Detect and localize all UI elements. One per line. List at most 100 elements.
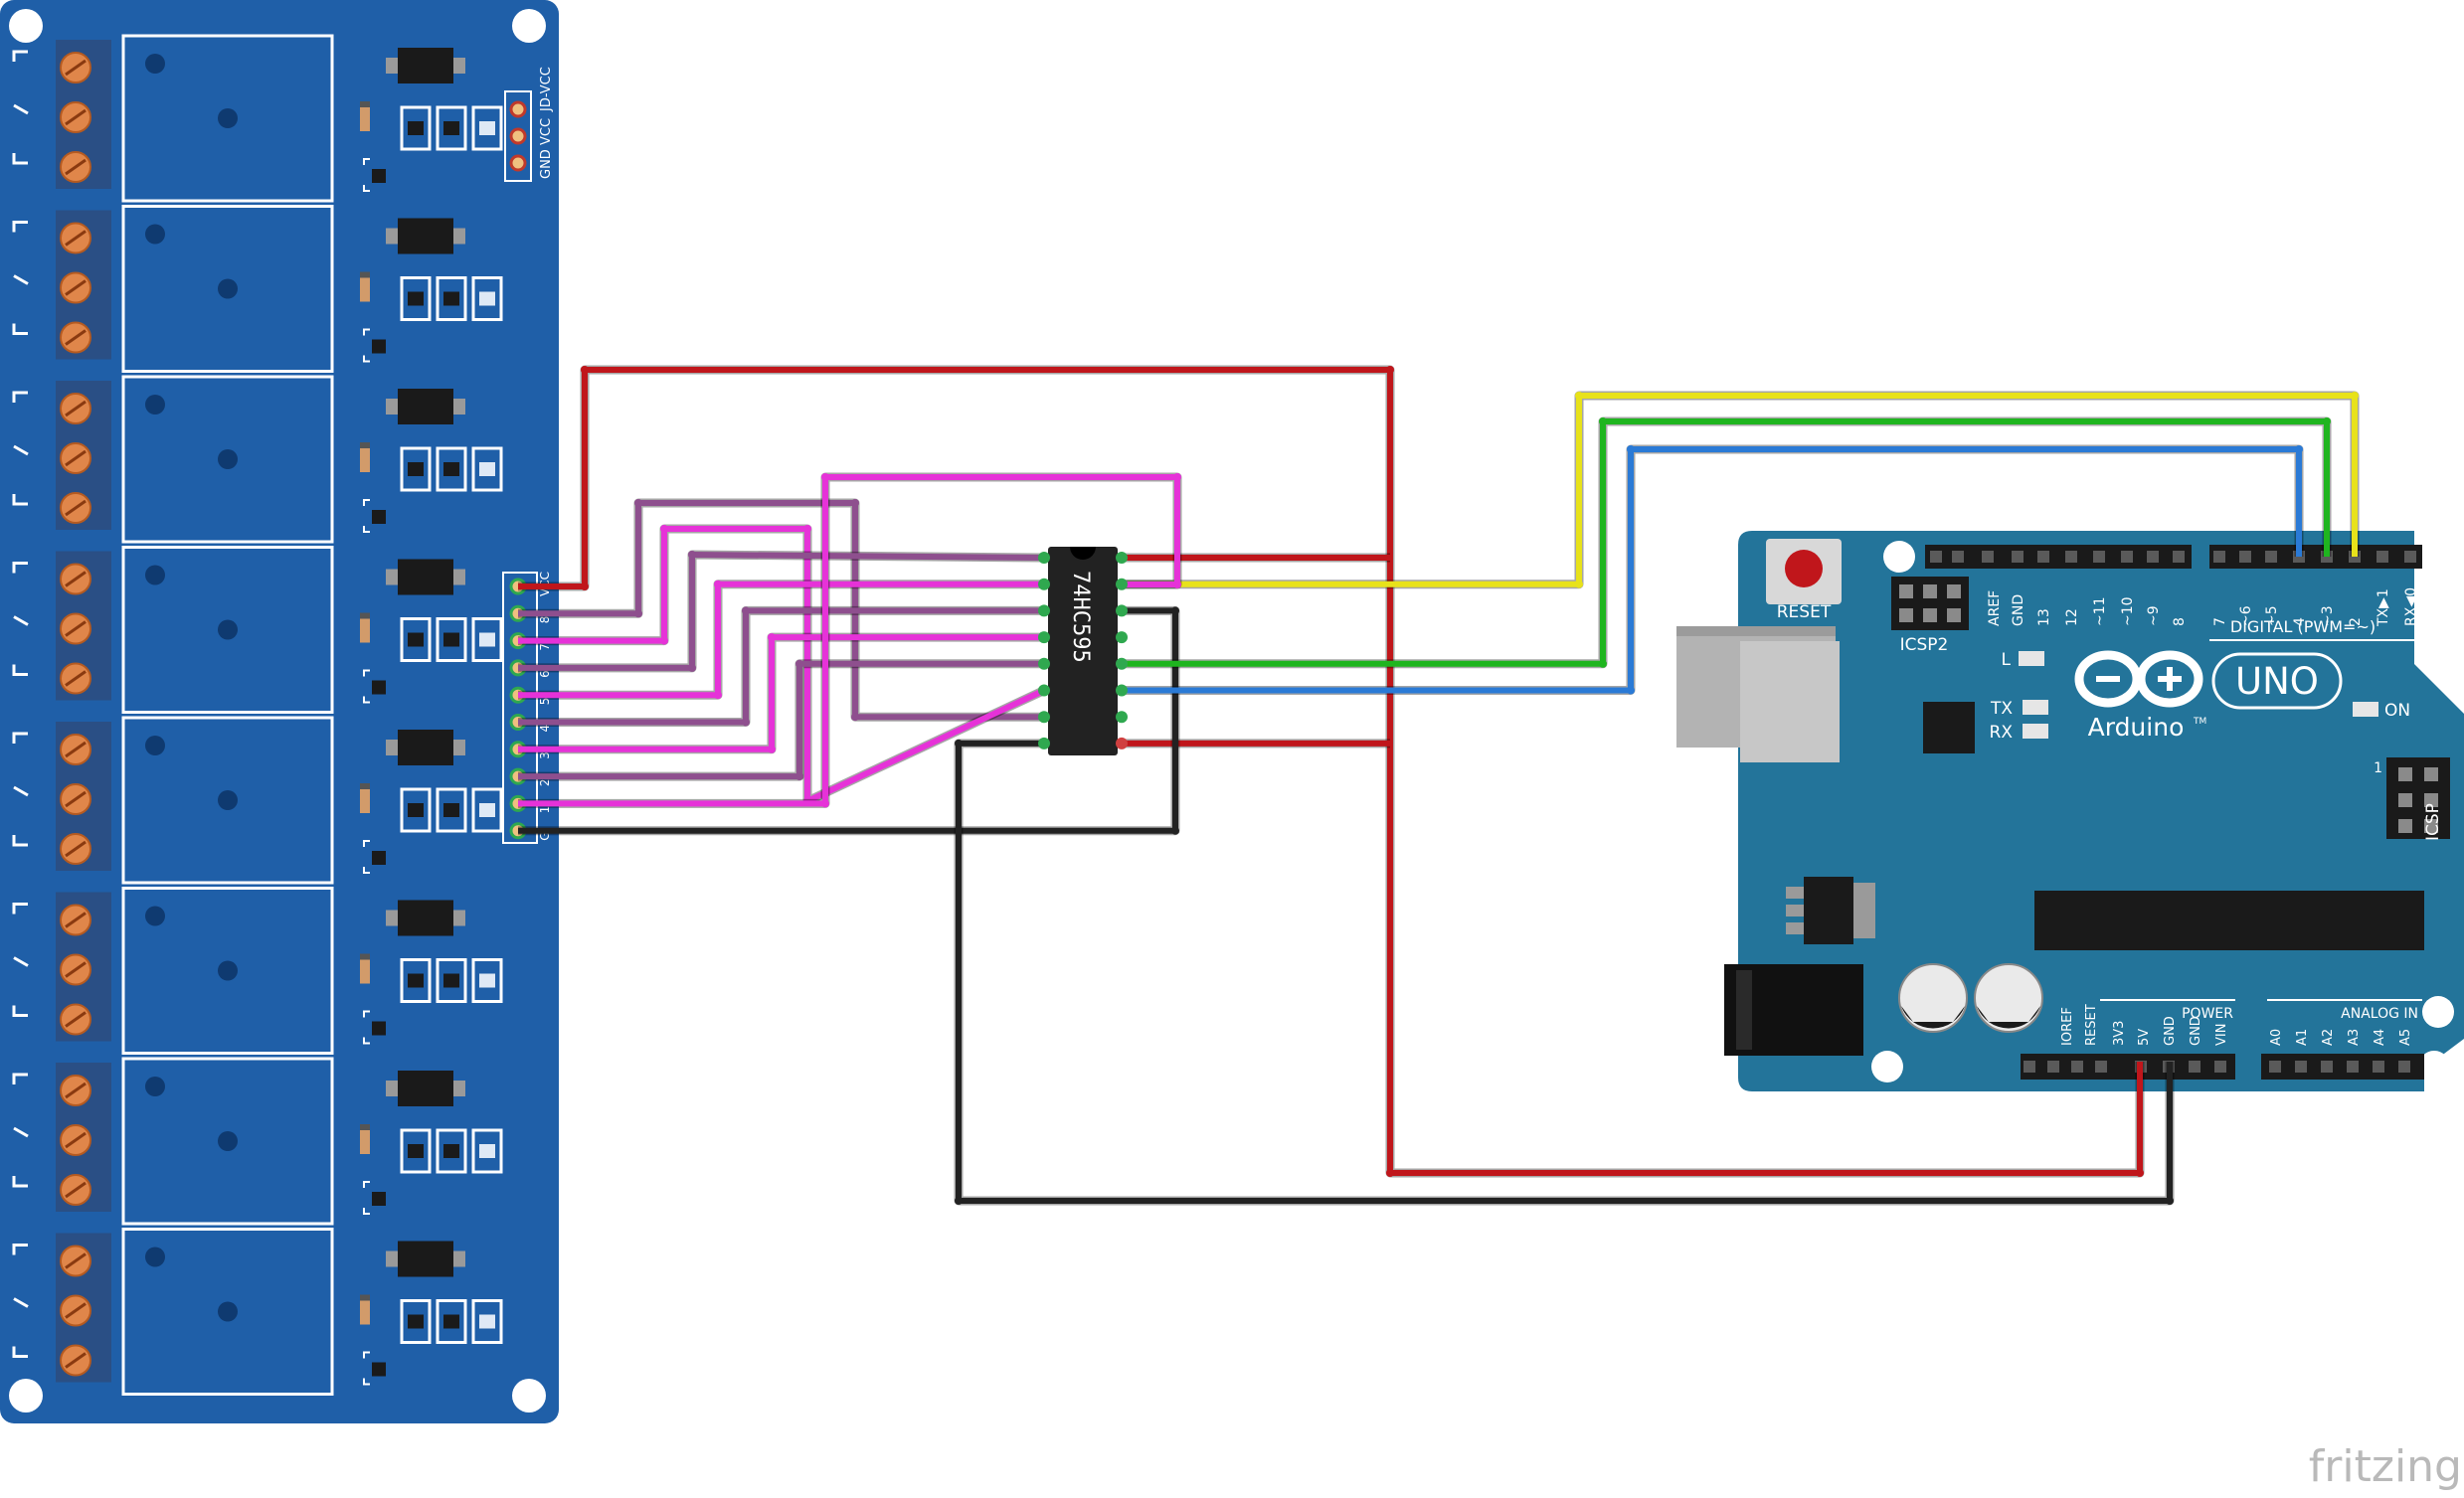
led-on-label: ON	[2384, 701, 2410, 721]
power-pin-hole[interactable]	[2095, 1061, 2107, 1073]
digital-pin-hole[interactable]	[2037, 551, 2049, 563]
power-label: POWER	[2182, 1006, 2233, 1022]
smd-pad-outline	[471, 1299, 503, 1344]
diode-band	[360, 101, 370, 107]
mount-hole	[1871, 1051, 1903, 1082]
transistor	[372, 169, 386, 183]
analog-pin-hole[interactable]	[2321, 1061, 2333, 1073]
digital-pin-hole[interactable]	[2404, 551, 2416, 563]
jumper-block: GND VCC JD-VCC	[504, 67, 554, 182]
digital-pin-hole[interactable]	[2093, 551, 2105, 563]
digital-pin-hole[interactable]	[2173, 551, 2185, 563]
relay-channel	[12, 205, 503, 373]
ic-pin-right[interactable]	[1116, 684, 1128, 697]
symbol-nc	[12, 835, 28, 847]
relay-outline	[121, 205, 334, 373]
power-pin-hole[interactable]	[2189, 1061, 2200, 1073]
status-led	[479, 291, 495, 306]
digital-pin-hole[interactable]	[2012, 551, 2024, 563]
ic-pin-right[interactable]	[1116, 631, 1128, 644]
analog-pin-hole[interactable]	[2269, 1061, 2281, 1073]
analog-pin-hole[interactable]	[2295, 1061, 2307, 1073]
ic-pin-left[interactable]	[1038, 684, 1050, 697]
ic-pin-left[interactable]	[1038, 604, 1050, 617]
icsp2-pin	[1899, 608, 1913, 622]
smd-pad-outline	[471, 105, 503, 151]
smd-pad-outline	[400, 1299, 432, 1344]
analog-pin-label: A2	[2321, 1029, 2336, 1046]
digital-pin-hole[interactable]	[2147, 551, 2159, 563]
wire-out-6-bend	[688, 551, 696, 559]
power-pin-hole[interactable]	[2024, 1061, 2035, 1073]
capacitor	[1898, 963, 1968, 1033]
header-pin-label: G	[538, 831, 552, 840]
ic-pin-right[interactable]	[1116, 657, 1128, 670]
digital-pin-hole[interactable]	[2376, 551, 2388, 563]
digital-pin-hole[interactable]	[1930, 551, 1942, 563]
jumper-pin	[509, 100, 527, 118]
status-led	[479, 803, 495, 817]
optocoupler	[398, 730, 453, 765]
analog-label: ANALOG IN	[2341, 1006, 2418, 1022]
opto-lead	[453, 569, 465, 585]
ic-pin-left[interactable]	[1038, 711, 1050, 724]
digital-pin-label: 4	[2292, 617, 2308, 626]
ic-pin-left[interactable]	[1038, 657, 1050, 670]
digital-pin-hole[interactable]	[2121, 551, 2133, 563]
opto-lead	[453, 58, 465, 74]
analog-pin-hole[interactable]	[2373, 1061, 2384, 1073]
digital-pin-hole[interactable]	[1952, 551, 1964, 563]
analog-pin-hole[interactable]	[2347, 1061, 2359, 1073]
ic-pin-right[interactable]	[1116, 737, 1128, 749]
relay-channel	[12, 546, 503, 714]
ic-body	[1048, 547, 1118, 755]
ic-pin-left[interactable]	[1038, 737, 1050, 749]
icsp-pin	[2424, 819, 2438, 833]
power-pin-hole[interactable]	[2047, 1061, 2059, 1073]
digital-pin-label: 7	[2212, 617, 2228, 626]
opto-lead	[386, 1081, 398, 1096]
mount-hole	[9, 1379, 43, 1413]
wire-out-2-bend	[795, 659, 803, 668]
relay-pin-dot	[145, 1247, 165, 1267]
ic-pin-right[interactable]	[1116, 711, 1128, 724]
reset-button-cap[interactable]	[1785, 550, 1823, 587]
wire-gnd-relay	[518, 607, 1178, 834]
digital-pin-hole[interactable]	[2239, 551, 2251, 563]
icsp-pin	[2398, 793, 2412, 807]
arduino-logo-tm: TM	[2193, 717, 2206, 727]
relay-channel	[12, 887, 503, 1055]
digital-pin-hole[interactable]	[1982, 551, 1994, 563]
power-pin-hole[interactable]	[2214, 1061, 2226, 1073]
ic-pin-right[interactable]	[1116, 552, 1128, 564]
ic-pin-left[interactable]	[1038, 631, 1050, 644]
digital-pin-hole[interactable]	[2265, 551, 2277, 563]
transistor-mark	[363, 328, 370, 336]
wire-out-1	[518, 474, 1180, 807]
digital-pin-hole[interactable]	[2213, 551, 2225, 563]
wire-latch-bend	[2323, 417, 2331, 425]
symbol-nc	[12, 1005, 28, 1017]
ic-pin-left[interactable]	[1038, 578, 1050, 590]
screw-slot	[65, 230, 87, 247]
symbol-nc	[12, 664, 28, 676]
ic-pin-left[interactable]	[1038, 552, 1050, 564]
transistor-mark	[363, 499, 370, 506]
analog-pin-hole[interactable]	[2398, 1061, 2410, 1073]
smd-pad-outline	[471, 787, 503, 833]
digital-pin-label: ~10	[2120, 596, 2136, 626]
diode	[360, 783, 370, 813]
regulator-tab	[1786, 922, 1808, 934]
jumper-label-vcc: VCC	[539, 118, 554, 145]
ic-pin-right[interactable]	[1116, 604, 1128, 617]
jumper-outline	[504, 90, 532, 182]
power-pin-hole[interactable]	[2071, 1061, 2083, 1073]
ic-pin-right[interactable]	[1116, 578, 1128, 590]
icsp2-pin	[1923, 608, 1937, 622]
digital-pin-hole[interactable]	[2065, 551, 2077, 563]
transistor-mark	[363, 1351, 370, 1359]
